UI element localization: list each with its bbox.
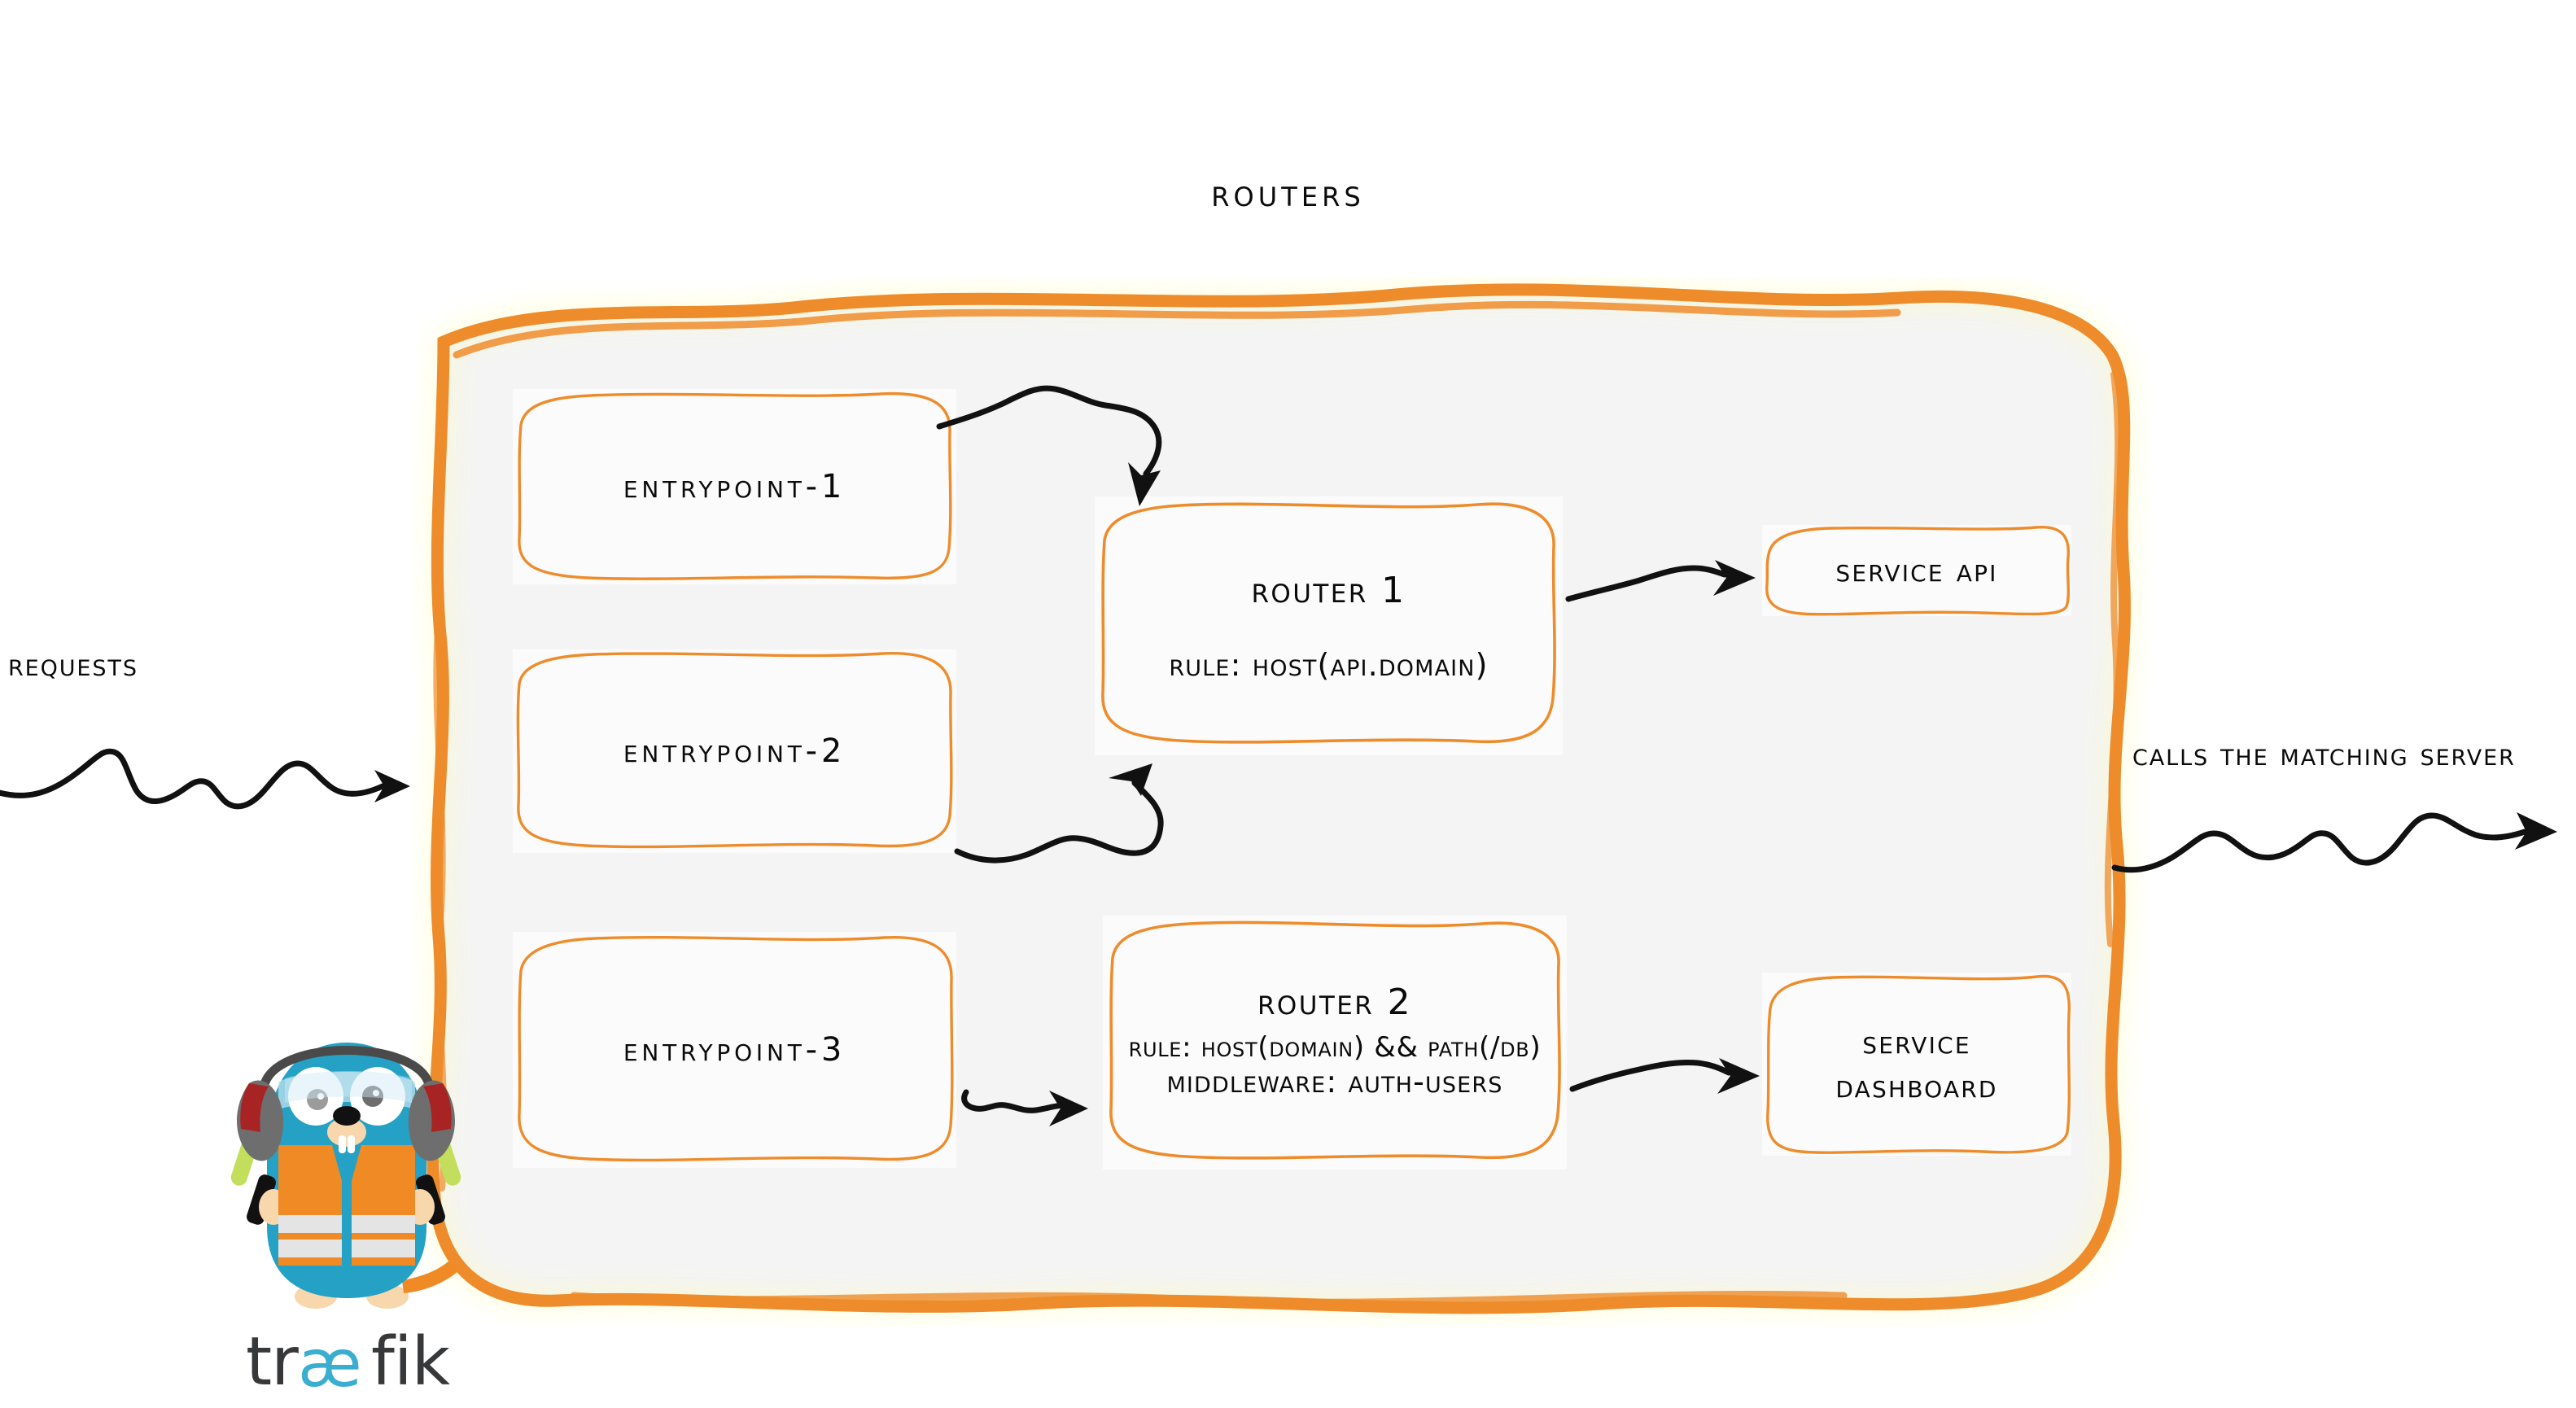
- traefik-logo-part2: fik: [371, 1323, 451, 1401]
- entrypoint-1-box[interactable]: entrypoint-1: [513, 389, 956, 584]
- entrypoint-box-border-icon: [516, 651, 953, 849]
- router-1-rule: rule: Host(api.domain): [1169, 646, 1489, 683]
- router-1-to-service-api-arrow-icon: [1565, 560, 1756, 602]
- router-1-title: Router 1: [1251, 569, 1406, 611]
- traefik-logo-ligature: æ: [298, 1326, 362, 1401]
- service-api-label: Service API: [1835, 552, 1998, 589]
- requests-label: Requests: [8, 647, 138, 683]
- service-dashboard-label-1: Service: [1862, 1023, 1971, 1061]
- router-2-middleware: Middleware: auth-users: [1166, 1063, 1503, 1100]
- entrypoint-3-to-router-2-arrow-icon: [961, 1089, 1088, 1126]
- requests-arrow-icon: [0, 748, 410, 810]
- entrypoint-2-to-router-1-arrow-icon: [954, 763, 1164, 864]
- entrypoint-2-box[interactable]: entrypoint-2: [513, 649, 956, 853]
- router-box-border-icon: [1109, 920, 1561, 1160]
- service-dashboard-label-2: Dashboard: [1835, 1067, 1998, 1105]
- traefik-logo-part1: tr: [246, 1323, 299, 1401]
- router-2-title: Router 2: [1257, 981, 1413, 1023]
- service-box-border-icon: [1765, 525, 2071, 616]
- traefik-logo-icon: tr æ fik: [244, 1323, 488, 1404]
- calls-arrow-icon: [2111, 812, 2557, 873]
- page-title: Routers: [1211, 171, 1365, 215]
- calls-matching-server-label: Calls the matching server: [2132, 737, 2516, 772]
- service-box-border-icon: [1766, 974, 2071, 1154]
- entrypoint-box-border-icon: [518, 935, 954, 1162]
- entrypoint-box-border-icon: [518, 391, 952, 580]
- router-2-rule: rule: Host(domain) && Path(/db): [1128, 1030, 1542, 1064]
- router-box-border-icon: [1101, 502, 1556, 744]
- entrypoint-3-box[interactable]: entrypoint-3: [513, 932, 956, 1168]
- router-2-box[interactable]: Router 2 rule: Host(domain) && Path(/db)…: [1103, 916, 1567, 1170]
- entrypoint-2-label: entrypoint-2: [623, 732, 846, 770]
- entrypoint-1-label: entrypoint-1: [623, 468, 846, 505]
- traefik-gopher-icon: [228, 1021, 464, 1314]
- service-api-box[interactable]: Service API: [1762, 525, 2071, 616]
- entrypoint-3-label: entrypoint-3: [623, 1031, 846, 1069]
- entrypoint-1-to-router-1-arrow-icon: [936, 385, 1162, 506]
- router-1-box[interactable]: Router 1 rule: Host(api.domain): [1095, 496, 1563, 755]
- router-2-to-service-dashboard-arrow-icon: [1569, 1058, 1760, 1094]
- service-dashboard-box[interactable]: Service Dashboard: [1762, 973, 2071, 1156]
